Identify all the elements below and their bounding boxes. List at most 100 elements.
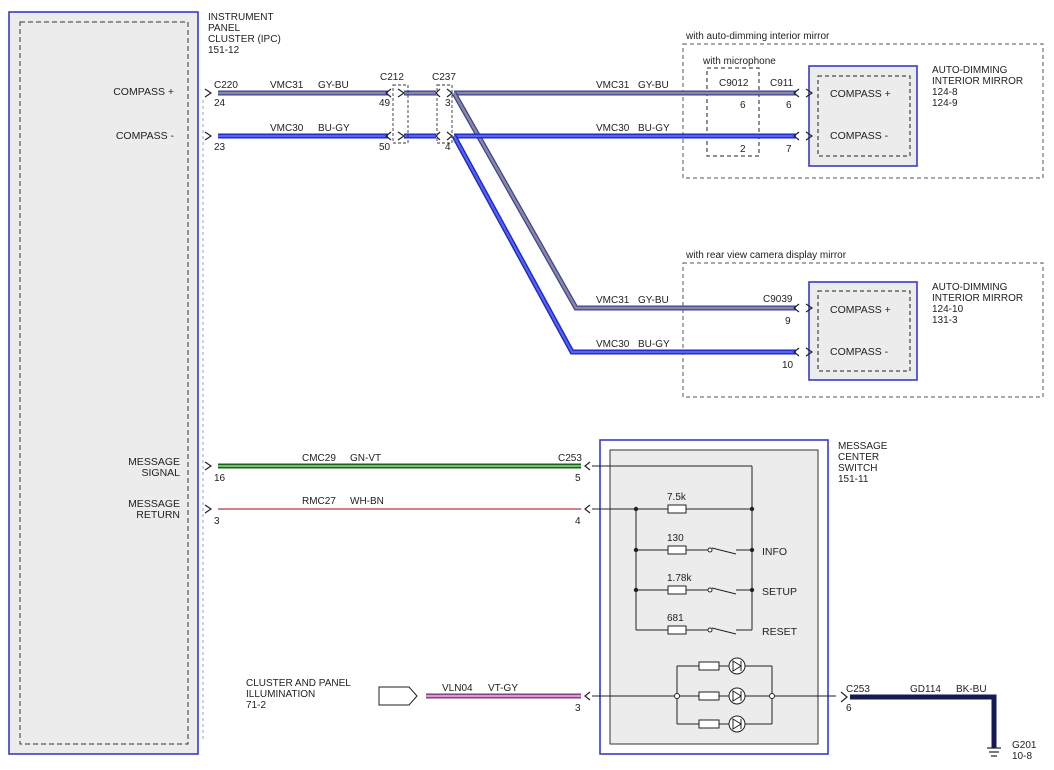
option-box-auto-dimming <box>682 43 1044 179</box>
c212-box <box>392 84 409 144</box>
ground-name: G201 <box>1012 740 1037 751</box>
pin-c253-return: 4 <box>575 516 581 527</box>
vmc30-color-3: BU-GY <box>638 339 670 350</box>
pin-c911-minus: 7 <box>786 144 792 155</box>
mirror1-ref-1: 124-8 <box>932 87 958 98</box>
illumination-title-2: ILLUMINATION <box>246 689 315 700</box>
mirror2-ref-2: 131-3 <box>932 315 958 326</box>
switch-title-2: CENTER <box>838 452 879 463</box>
pin-c9039-minus: 10 <box>782 360 794 371</box>
vmc30-color-1: BU-GY <box>318 123 350 134</box>
c9039-label: C9039 <box>763 294 793 305</box>
ipc-module <box>8 11 204 755</box>
mirror1-title-1: AUTO-DIMMING <box>932 65 1008 76</box>
c220-label: C220 <box>214 80 238 91</box>
ipc-title-line3: CLUSTER (IPC) <box>208 34 281 45</box>
switch-title-3: SWITCH <box>838 463 877 474</box>
mirror1-pin-plus: COMPASS + <box>830 88 891 100</box>
pin-ipc-return: 3 <box>214 516 220 527</box>
c253-top-label: C253 <box>558 453 582 464</box>
option-label-auto-dimming: with auto-dimming interior mirror <box>685 31 830 42</box>
switch-title-1: MESSAGE <box>838 441 888 452</box>
mirror-module-2 <box>808 281 918 381</box>
wire-vmc30 <box>218 133 796 355</box>
connector-marks-compass <box>204 88 814 357</box>
mirror1-pin-minus: COMPASS - <box>830 130 889 142</box>
rmc27-circuit: RMC27 <box>302 496 336 507</box>
gd114-color: BK-BU <box>956 684 987 695</box>
switch-internal-network <box>592 465 753 635</box>
pin-c212-minus: 50 <box>379 142 391 153</box>
message-return-label-2: RETURN <box>136 509 180 521</box>
resistor-setup-value: 1.78k <box>667 573 692 584</box>
c9012-label: C9012 <box>719 78 749 89</box>
compass-minus-label: COMPASS - <box>116 130 175 142</box>
mirror2-ref-1: 124-10 <box>932 304 964 315</box>
ipc-ref: 151-12 <box>208 45 240 56</box>
cmc29-circuit: CMC29 <box>302 453 336 464</box>
compass-plus-label: COMPASS + <box>113 86 174 98</box>
option-box-camera <box>682 262 1044 398</box>
resistor-return-value: 7.5k <box>667 492 687 503</box>
switch-resistors <box>667 504 687 635</box>
switch-info-label: INFO <box>762 546 787 558</box>
message-return-label-1: MESSAGE <box>128 498 180 510</box>
pin-c212-plus: 49 <box>379 98 391 109</box>
pin-c911-plus: 6 <box>786 100 792 111</box>
ground-symbol <box>987 747 1001 757</box>
pin-c253-illum: 3 <box>575 703 581 714</box>
pin-ipc-signal: 16 <box>214 473 226 484</box>
pin-c9012-minus: 2 <box>740 144 746 155</box>
switch-junctions <box>633 506 755 633</box>
gd114-circuit: GD114 <box>910 684 941 695</box>
pin-c220-minus: 23 <box>214 142 226 153</box>
illumination-connector <box>378 686 418 706</box>
vmc30-color-2: BU-GY <box>638 123 670 134</box>
pin-c253-ground: 6 <box>846 703 852 714</box>
cmc29-color: GN-VT <box>350 453 381 464</box>
wire-vmc31 <box>218 90 796 311</box>
ipc-title-line2: PANEL <box>208 23 240 34</box>
switch-setup-label: SETUP <box>762 586 797 598</box>
rmc27-color: WH-BN <box>350 496 384 507</box>
pin-c237-minus: 4 <box>445 142 451 153</box>
vmc31-color-2: GY-BU <box>638 80 669 91</box>
c212-label: C212 <box>380 72 404 83</box>
c237-box <box>436 84 453 144</box>
ground-ref: 10-8 <box>1012 751 1032 762</box>
mirror2-pin-plus: COMPASS + <box>830 304 891 316</box>
led-diodes <box>728 657 746 733</box>
vmc31-circuit-1: VMC31 <box>270 80 304 91</box>
illumination-title-1: CLUSTER AND PANEL <box>246 678 351 689</box>
led-resistors <box>698 661 720 729</box>
vmc31-color-3: GY-BU <box>638 295 669 306</box>
led-junctions <box>674 693 775 699</box>
mirror2-title-2: INTERIOR MIRROR <box>932 293 1023 304</box>
mirror2-pin-minus: COMPASS - <box>830 346 889 358</box>
pin-c9012-plus: 6 <box>740 100 746 111</box>
vln04-circuit: VLN04 <box>442 683 473 694</box>
message-signal-label-1: MESSAGE <box>128 456 180 468</box>
vmc30-circuit-2: VMC30 <box>596 123 630 134</box>
mirror2-title-1: AUTO-DIMMING <box>932 282 1008 293</box>
pin-c237-plus: 3 <box>445 98 451 109</box>
c911-label: C911 <box>770 78 794 89</box>
c253-bottom-label: C253 <box>846 684 870 695</box>
vmc30-circuit-3: VMC30 <box>596 339 630 350</box>
vmc31-color-1: GY-BU <box>318 80 349 91</box>
vmc31-circuit-2: VMC31 <box>596 80 630 91</box>
pin-c9039-plus: 9 <box>785 316 791 327</box>
wire-gd114 <box>840 691 997 748</box>
resistor-reset-value: 681 <box>667 613 684 624</box>
option-label-camera: with rear view camera display mirror <box>685 250 847 261</box>
microphone-label: with microphone <box>702 56 776 67</box>
c237-label: C237 <box>432 72 456 83</box>
ipc-title-line1: INSTRUMENT <box>208 12 274 23</box>
switch-ref: 151-11 <box>838 474 869 485</box>
vln04-color: VT-GY <box>488 683 518 694</box>
vmc30-circuit-1: VMC30 <box>270 123 304 134</box>
pin-c220-plus: 24 <box>214 98 226 109</box>
vmc31-circuit-3: VMC31 <box>596 295 630 306</box>
